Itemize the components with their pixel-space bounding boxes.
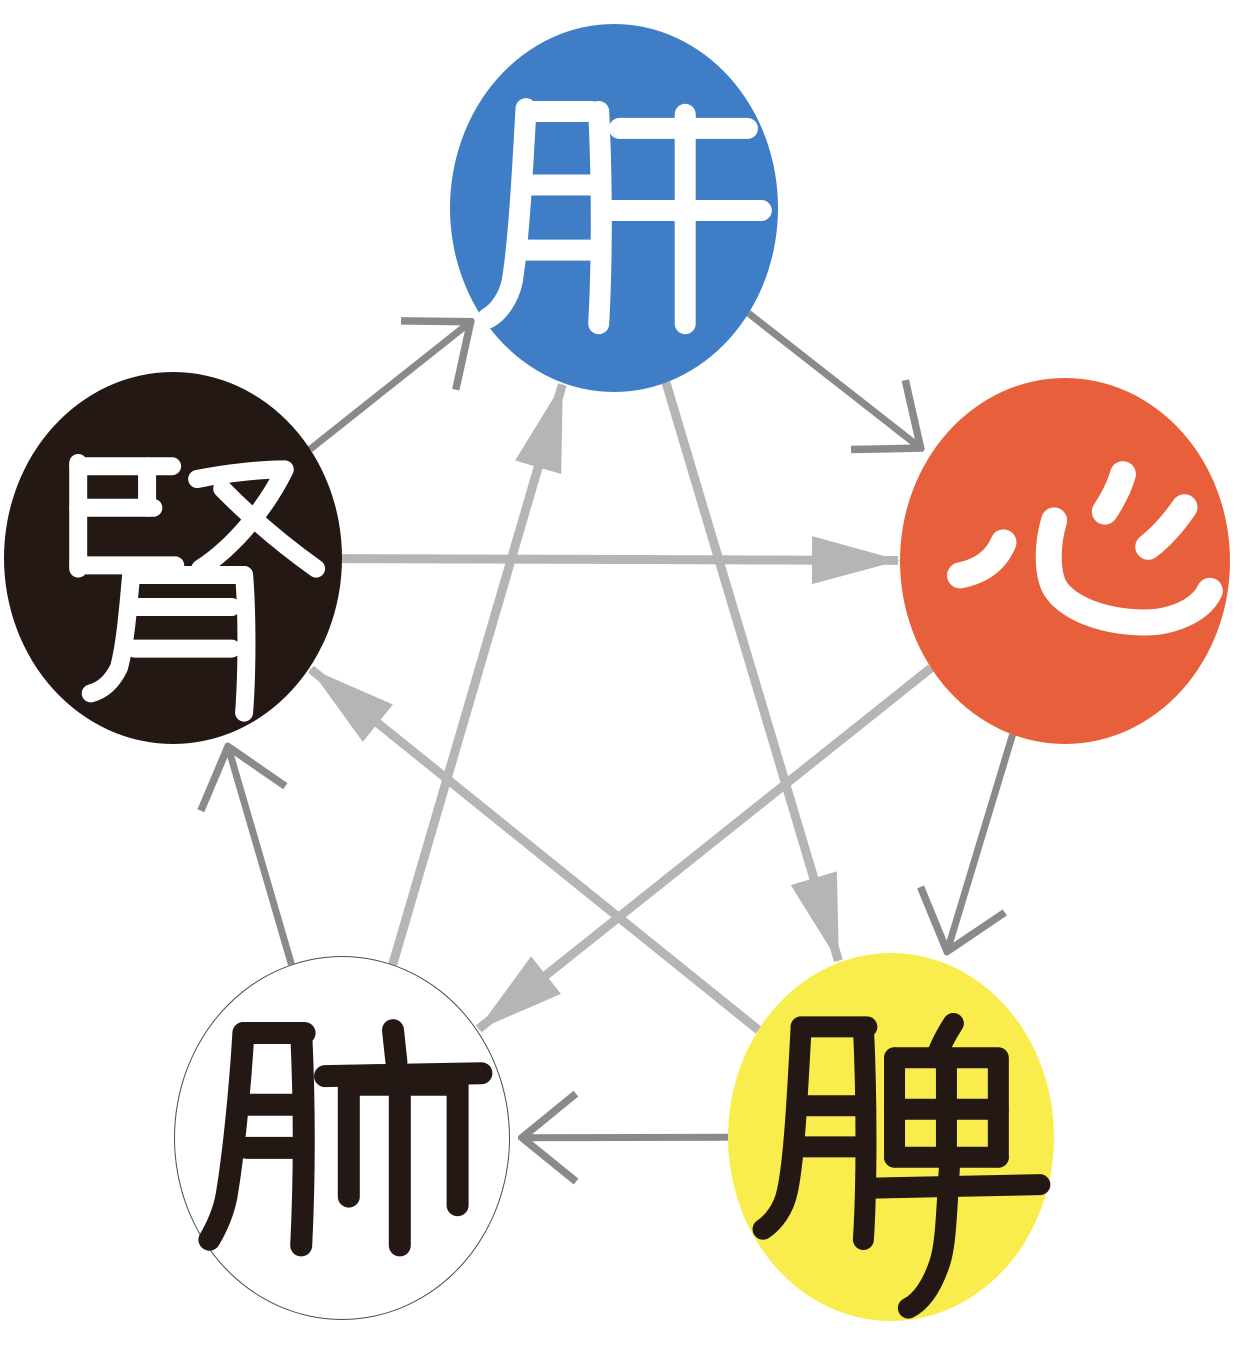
node-lung-circle: 肺 [174, 956, 510, 1320]
control-cycle-arrow-kidney-to-heart [341, 536, 900, 585]
kanji-spleen-glyph [725, 996, 1071, 1339]
control-cycle-arrow-spleen-to-kidney [308, 665, 762, 1034]
generation-cycle-arrow-kidney-to-liver [307, 322, 471, 452]
kanji-kidney-glyph [25, 415, 338, 735]
generation-cycle-arrow-liver-to-heart [746, 310, 921, 448]
node-heart-circle: 心 [900, 378, 1230, 744]
kanji-heart-glyph [884, 439, 1242, 659]
kanji-lung-glyph [172, 990, 512, 1277]
control-cycle-arrow-heart-to-lung [475, 664, 934, 1033]
node-liver-circle: 肝 [450, 24, 778, 392]
generation-cycle-arrows [228, 310, 1016, 1137]
generation-cycle-arrow-lung-to-kidney [228, 747, 295, 966]
node-spleen-circle: 脾 [728, 953, 1054, 1321]
kanji-liver-glyph [443, 69, 789, 352]
generation-cycle-arrow-heart-to-spleen [947, 733, 1016, 952]
control-cycle-arrow-lung-to-liver [388, 382, 567, 966]
control-cycle-arrow-liver-to-spleen [661, 381, 843, 963]
node-kidney-circle: 腎 [4, 372, 342, 744]
control-cycle-arrows [308, 381, 934, 1034]
